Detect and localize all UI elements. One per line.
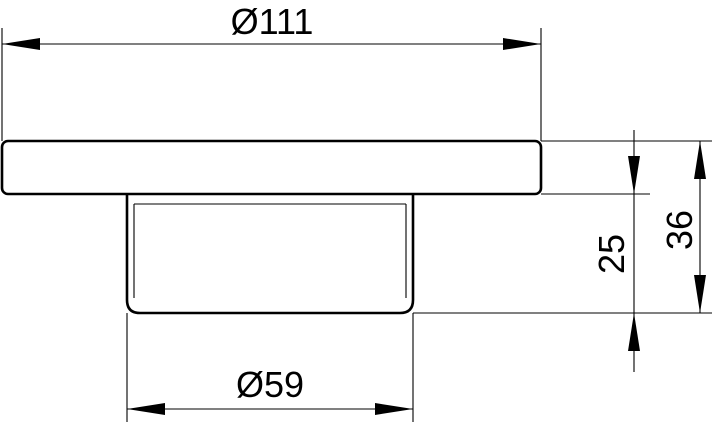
arrow-inner-bottom: [628, 313, 640, 351]
arrow-total-top: [694, 141, 706, 179]
top-diameter-dimension: Ø111: [1, 1, 542, 141]
arrow-left-bottom: [127, 403, 165, 415]
top-diameter-label: Ø111: [231, 1, 314, 42]
inner-height-dimension: 25: [591, 130, 640, 372]
bottom-diameter-dimension: Ø59: [126, 313, 414, 422]
arrow-total-bottom: [694, 275, 706, 313]
bottom-cup: [125, 194, 415, 315]
arrow-right-bottom: [375, 403, 413, 415]
height-extension-lines: [413, 140, 712, 314]
bottom-diameter-label: Ø59: [236, 364, 304, 405]
total-height-dimension: 36: [659, 141, 706, 313]
total-height-label: 36: [659, 210, 700, 250]
arrow-left-top: [2, 38, 40, 50]
part-outline: [0, 139, 543, 315]
arrow-inner-top: [628, 156, 640, 194]
inner-height-label: 25: [591, 234, 632, 274]
top-plate: [0, 139, 543, 196]
arrow-right-top: [503, 38, 541, 50]
